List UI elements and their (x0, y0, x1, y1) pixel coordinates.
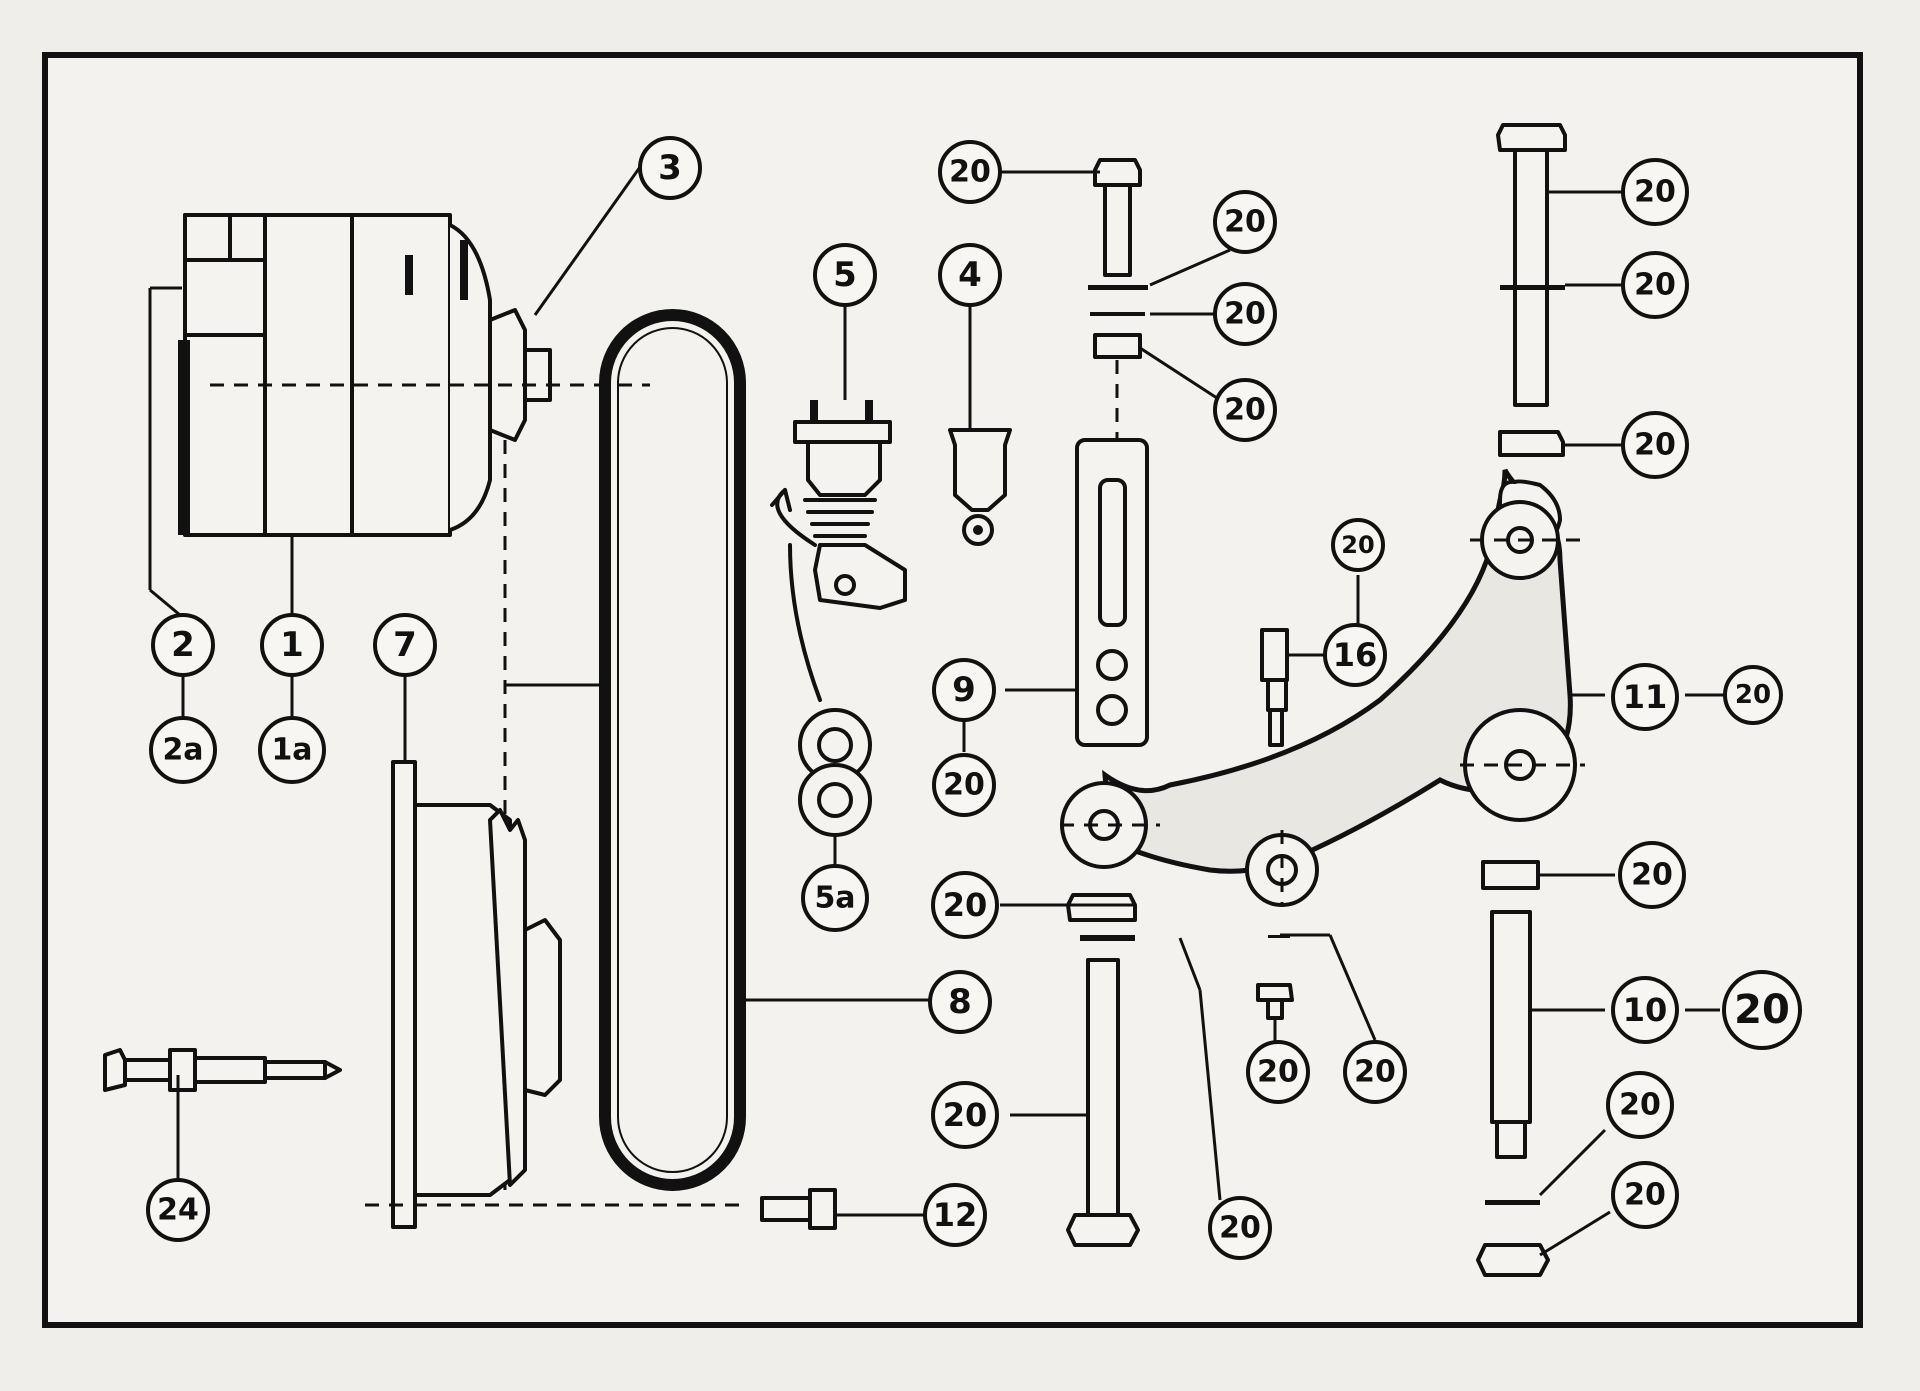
bulb-part (948, 428, 1012, 546)
callout-bottom-nut-20: 20 (1611, 1161, 1679, 1229)
callout-top-nut-label: 20 (1224, 393, 1266, 428)
callout-9-label: 9 (952, 670, 976, 710)
callout-right-bolt-label: 20 (1634, 175, 1676, 210)
callout-12: 12 (923, 1183, 987, 1247)
callout-top-washer1-20: 20 (1213, 190, 1277, 254)
callout-right-washer-label: 20 (1634, 268, 1676, 303)
callout-24-label: 24 (157, 1193, 199, 1228)
callout-top-washer1-label: 20 (1224, 205, 1266, 240)
callout-bottom-washer-20: 20 (1606, 1071, 1674, 1139)
callout-8: 8 (928, 970, 992, 1034)
callout-right-nut-label: 20 (1634, 428, 1676, 463)
callout-3: 3 (638, 136, 702, 200)
callout-4-label: 4 (958, 255, 982, 295)
long-bolt-stack (1066, 893, 1140, 1247)
callout-small-nut-label: 20 (1257, 1055, 1299, 1090)
callout-5-label: 5 (833, 255, 857, 295)
callout-1a: 1a (258, 716, 326, 784)
leader-lines (148, 159, 1725, 1257)
callout-bottom-nut-label: 20 (1624, 1178, 1666, 1213)
adjuster-bolt-stack (1088, 158, 1148, 359)
callout-8-label: 8 (948, 982, 972, 1022)
callout-11-20: 20 (1723, 665, 1783, 725)
callout-10-label: 10 (1623, 991, 1668, 1029)
shaft-part (103, 1048, 342, 1092)
callout-5a-label: 5a (814, 881, 855, 916)
small-stud-part (1256, 628, 1294, 1020)
callout-1a-label: 1a (271, 733, 312, 768)
crank-pulley-part (391, 760, 562, 1229)
right-bolt-stack (1496, 123, 1567, 457)
callout-11: 11 (1611, 663, 1679, 731)
callout-top-washer2-label: 20 (1224, 297, 1266, 332)
callout-4: 4 (938, 243, 1002, 307)
callout-12-label: 12 (933, 1196, 978, 1234)
callout-top-nut-20: 20 (1213, 378, 1277, 442)
callout-long-bolt-label: 20 (943, 1096, 988, 1134)
callout-2-label: 2 (171, 625, 195, 665)
callout-9-20: 20 (932, 753, 996, 817)
callout-9: 9 (932, 658, 996, 722)
callout-small-washer-label: 20 (1354, 1055, 1396, 1090)
spacer-stud-stack (1476, 860, 1550, 1277)
callout-small-washer-20: 20 (1343, 1040, 1407, 1104)
callout-2: 2 (151, 613, 215, 677)
callout-long-washer-20: 20 (1208, 1196, 1272, 1260)
callout-right-nut-20: 20 (1621, 411, 1689, 479)
callout-2a-label: 2a (162, 733, 203, 768)
callout-9-20-label: 20 (943, 768, 985, 803)
callout-mid-nut-20: 20 (931, 871, 999, 939)
callout-16-label: 16 (1333, 636, 1378, 674)
callout-24: 24 (146, 1178, 210, 1242)
callout-7: 7 (373, 613, 437, 677)
callout-bottom-washer-label: 20 (1619, 1088, 1661, 1123)
callout-right-washer-20: 20 (1621, 251, 1689, 319)
callout-2a: 2a (149, 716, 217, 784)
callout-5: 5 (813, 243, 877, 307)
callout-10: 10 (1611, 976, 1679, 1044)
pulley-bolt-part (760, 1188, 837, 1230)
callout-spacer-label: 20 (1631, 858, 1673, 893)
callout-1: 1 (260, 613, 324, 677)
callout-top-washer2-20: 20 (1213, 282, 1277, 346)
callout-long-washer-label: 20 (1219, 1211, 1261, 1246)
callout-5a: 5a (801, 864, 869, 932)
callout-7-label: 7 (393, 625, 417, 665)
callout-long-bolt-20: 20 (931, 1081, 999, 1149)
callout-16-top-label: 20 (1341, 531, 1374, 559)
sender-unit-part (793, 400, 907, 610)
alternator-part (178, 213, 552, 537)
callout-16: 16 (1323, 623, 1387, 687)
callout-11-20-label: 20 (1735, 680, 1771, 710)
callout-spacer-20: 20 (1618, 841, 1686, 909)
callout-11-label: 11 (1623, 678, 1668, 716)
callout-10-20-label: 20 (1734, 987, 1790, 1033)
callout-small-nut-20: 20 (1246, 1040, 1310, 1104)
adjusting-strap-part (1075, 438, 1149, 747)
v-belt-part (599, 309, 746, 1191)
callout-1-label: 1 (280, 625, 304, 665)
gasket-part (798, 708, 872, 837)
callout-right-bolt-20: 20 (1621, 158, 1689, 226)
callout-16-top-20: 20 (1331, 518, 1385, 572)
callout-top-bolt-label: 20 (949, 155, 991, 190)
callout-10-20: 20 (1722, 970, 1802, 1050)
callout-top-bolt-20: 20 (938, 140, 1002, 204)
callout-mid-nut-label: 20 (943, 886, 988, 924)
callout-3-label: 3 (658, 148, 682, 188)
